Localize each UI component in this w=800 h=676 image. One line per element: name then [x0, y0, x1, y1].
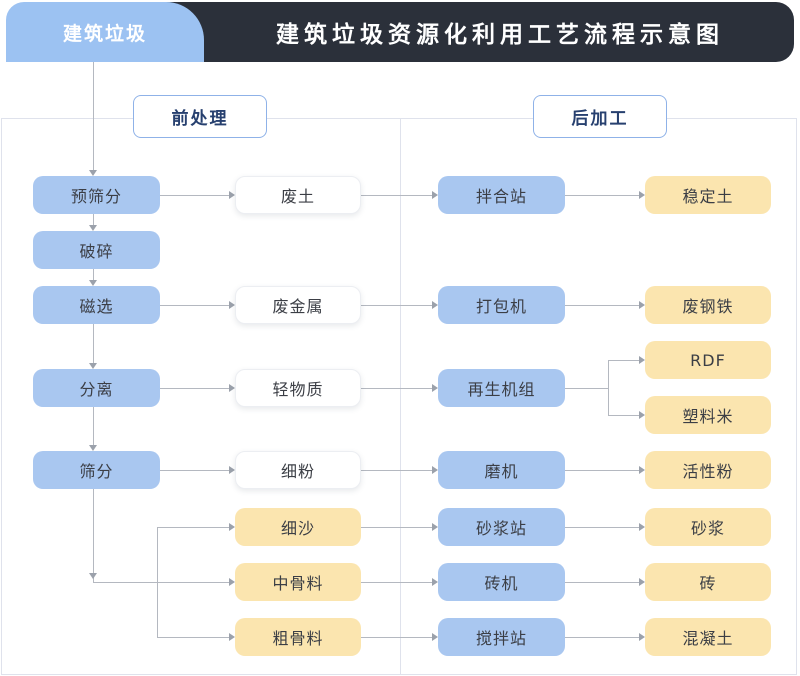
flow-line [160, 388, 229, 389]
flow-line [565, 195, 639, 196]
section-label-pretreatment: 前处理 [133, 95, 267, 138]
flow-line [361, 305, 432, 306]
flow-line [361, 582, 432, 583]
flow-arrowhead-right [639, 301, 645, 309]
flow-arrowhead-right [229, 523, 235, 531]
flow-line [361, 388, 432, 389]
page-title: 建筑垃圾资源化利用工艺流程示意图 [276, 22, 724, 48]
flow-arrowhead-right [229, 466, 235, 474]
flow-arrowhead-right [639, 466, 645, 474]
node-fine-powder: 细粉 [235, 451, 361, 489]
node-baler: 打包机 [438, 286, 565, 324]
flow-line [608, 360, 609, 415]
flow-line [93, 214, 94, 225]
node-rdf: RDF [645, 341, 771, 379]
flow-line [93, 62, 94, 170]
flow-arrowhead-right [432, 384, 438, 392]
flow-line [361, 637, 432, 638]
node-pre-screening: 预筛分 [33, 176, 160, 214]
node-mixing-plant: 拌合站 [438, 176, 565, 214]
flow-line [93, 582, 229, 583]
node-separation: 分离 [33, 369, 160, 407]
flow-arrowhead-right [229, 301, 235, 309]
node-brick: 砖 [645, 563, 771, 601]
flow-arrowhead-right [432, 523, 438, 531]
flow-arrowhead-down [89, 170, 97, 176]
flow-line [93, 269, 94, 280]
flow-line [93, 324, 94, 363]
node-medium-aggregate: 中骨料 [235, 563, 361, 601]
flow-line [565, 527, 639, 528]
node-mortar: 砂浆 [645, 508, 771, 546]
flow-arrowhead-right [639, 633, 645, 641]
flow-arrowhead-right [229, 384, 235, 392]
flow-line [93, 489, 94, 582]
flow-line [565, 305, 639, 306]
flow-arrowhead-down [89, 363, 97, 369]
flow-line [565, 388, 608, 389]
flow-arrowhead-right [432, 191, 438, 199]
section-label-postprocessing: 后加工 [533, 95, 667, 138]
flow-arrowhead-down [89, 280, 97, 286]
flow-line [93, 407, 94, 445]
source-tab: 建筑垃圾 [6, 2, 204, 62]
node-light-material: 轻物质 [235, 369, 361, 407]
flow-line [608, 360, 639, 361]
flow-arrowhead-right [639, 356, 645, 364]
flow-line [565, 637, 639, 638]
flow-line [157, 527, 229, 528]
flow-line [157, 637, 229, 638]
flow-arrowhead-right [432, 578, 438, 586]
node-mill: 磨机 [438, 451, 565, 489]
flow-arrowhead-right [432, 466, 438, 474]
node-fine-sand: 细沙 [235, 508, 361, 546]
node-magnetic-separation: 磁选 [33, 286, 160, 324]
flow-line [565, 582, 639, 583]
flow-line [608, 415, 639, 416]
flow-line [160, 305, 229, 306]
flow-line [361, 527, 432, 528]
flow-line [565, 470, 639, 471]
flow-arrowhead-down [89, 445, 97, 451]
node-active-powder: 活性粉 [645, 451, 771, 489]
flow-arrowhead-right [432, 301, 438, 309]
flow-arrowhead-right [639, 578, 645, 586]
flow-line [160, 470, 229, 471]
node-regeneration-unit: 再生机组 [438, 369, 565, 407]
flow-line [361, 195, 432, 196]
flow-arrowhead-right [639, 191, 645, 199]
flow-arrowhead-right [432, 633, 438, 641]
node-waste-soil: 废土 [235, 176, 361, 214]
flow-line [361, 470, 432, 471]
node-scrap-steel: 废钢铁 [645, 286, 771, 324]
node-coarse-aggregate: 粗骨料 [235, 618, 361, 656]
node-crushing: 破碎 [33, 231, 160, 269]
flow-arrowhead-down [89, 225, 97, 231]
flow-arrowhead-down [89, 573, 97, 579]
panel-divider [400, 118, 401, 675]
node-waste-metal: 废金属 [235, 286, 361, 324]
flow-line [160, 195, 229, 196]
node-brick-machine: 砖机 [438, 563, 565, 601]
flow-arrowhead-right [639, 523, 645, 531]
node-plastic-pellets: 塑料米 [645, 396, 771, 434]
flow-arrowhead-right [229, 633, 235, 641]
node-screening: 筛分 [33, 451, 160, 489]
header-bar [118, 2, 794, 62]
panel-outline [1, 118, 797, 675]
flow-line [157, 527, 158, 637]
node-stabilized-soil: 稳定土 [645, 176, 771, 214]
node-mortar-station: 砂浆站 [438, 508, 565, 546]
node-concrete-station: 搅拌站 [438, 618, 565, 656]
flow-arrowhead-right [639, 411, 645, 419]
node-concrete: 混凝土 [645, 618, 771, 656]
flow-arrowhead-right [229, 191, 235, 199]
flow-arrowhead-right [229, 578, 235, 586]
